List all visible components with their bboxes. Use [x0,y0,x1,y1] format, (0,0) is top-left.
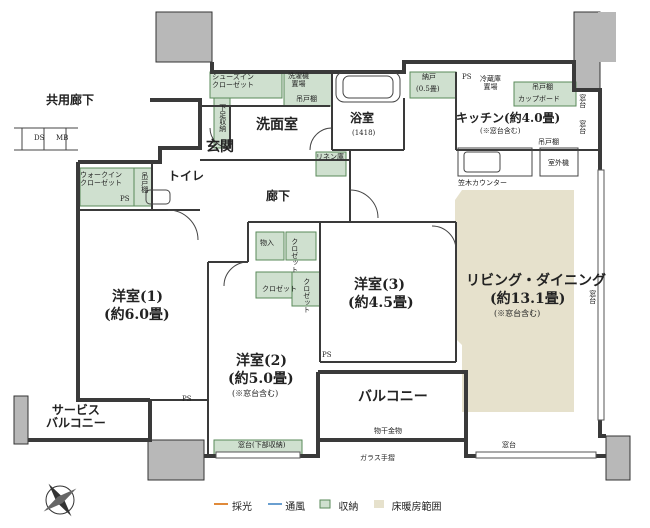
room1-label: 洋室(1) [112,289,163,305]
ceiling-shelf-3-label: 吊戸棚 [538,138,559,146]
room1-size-label: (約6.0畳) [104,307,170,323]
ps-label: PS [322,351,332,359]
room2-size-label: (約5.0畳) [228,371,294,387]
walkin-label: ウォークイン クローゼット [80,171,122,187]
pillar [13,395,29,445]
mb-label: MB [56,134,69,142]
storage-in-area [255,231,285,261]
ceiling-shelf-1-label: 吊戸棚 [296,95,317,103]
linen-label: リネン庫 [316,153,344,161]
living-note-label: (※窓台含む) [494,309,541,318]
ceiling-shelf-2-label: 吊戸棚 [532,83,553,91]
room2-label: 洋室(2) [236,353,287,369]
window-sill-1-label: 窓台 [578,94,587,108]
storage-size-label: (0.5畳) [416,85,440,93]
pillar [573,11,601,91]
pillar [605,435,631,481]
storage-in-label: 物入 [260,239,274,247]
closet-3-label: クロゼット [302,278,311,313]
shoes-closet-area [209,71,283,99]
pillar [598,12,616,62]
balcony-label: バルコニー [358,389,428,405]
closet-2-label: クロゼット [262,285,297,293]
washroom-label: 洗面室 [256,117,298,133]
floor-heating-swatch [374,500,384,508]
closet-area [255,271,293,299]
hanger-label: 物干金物 [374,427,402,435]
hallway-label: 廊下 [266,189,291,203]
linen-area [315,151,347,177]
closet-area [291,271,321,307]
cupboard-label: カップボード [518,95,560,103]
room3-label: 洋室(3) [354,277,405,293]
legend-icons [214,499,384,509]
ceiling-shelf-4-label: 吊戸棚 [140,172,149,193]
legend-floor-heating: 床暖房範囲 [391,502,442,513]
pillar [155,11,213,63]
walkin-area [79,167,135,207]
ds-label: DS [34,134,45,142]
fridge-label: 冷蔵庫 置場 [480,75,501,91]
room2-note-label: (※窓台含む) [232,389,279,398]
legend: 採光 通風 収納 床暖房範囲 [220,498,446,513]
closet-1-label: クロゼット [290,238,299,273]
living-size-label: (約13.1畳) [490,291,566,307]
pillar [147,439,205,481]
shoe-box-label: 下足収納 [218,104,227,132]
storage-area [409,71,457,99]
counter-label: 笠木カウンター [458,179,507,187]
shared-corridor-label: 共用廊下 [46,93,95,107]
living-label: リビング・ダイニング [466,273,606,289]
storage-swatch [319,499,331,509]
legend-airflow: 通風 [285,502,306,513]
window-sill-3-label: 窓台 [578,120,587,134]
entrance-label: 玄関 [206,139,234,155]
ps-label: PS [182,395,192,403]
toilet-label: トイレ [168,169,205,183]
legend-light: 採光 [232,502,252,513]
washer-label: 洗濯機 置場 [288,72,309,88]
kitchen-note-label: (※窓台含む) [480,127,521,135]
compass-icon [43,483,77,517]
window-sill-4-label: 窓台(下部収納) [238,441,286,449]
ac-label: 室外機 [548,159,569,167]
bath-size-label: (1418) [352,129,376,137]
service-balcony-label: サービス バルコニー [46,403,106,431]
glass-rail-label: ガラス手摺 [360,454,395,462]
closet-area [285,231,317,261]
window-sill-2-label: 窓台 [588,290,597,304]
shoes-closet-label: シューズイン クローゼット [212,73,254,89]
window-sill-5-label: 窓台 [502,441,516,449]
legend-storage: 収納 [338,502,359,513]
kitchen-label: キッチン(約4.0畳) [456,111,561,125]
cupboard-area [513,81,577,107]
ps-label: PS [120,195,130,203]
ps-label: PS [462,73,472,81]
room3-size-label: (約4.5畳) [348,295,414,311]
storage-label: 納戸 [422,73,436,81]
bath-label: 浴室 [350,111,375,125]
